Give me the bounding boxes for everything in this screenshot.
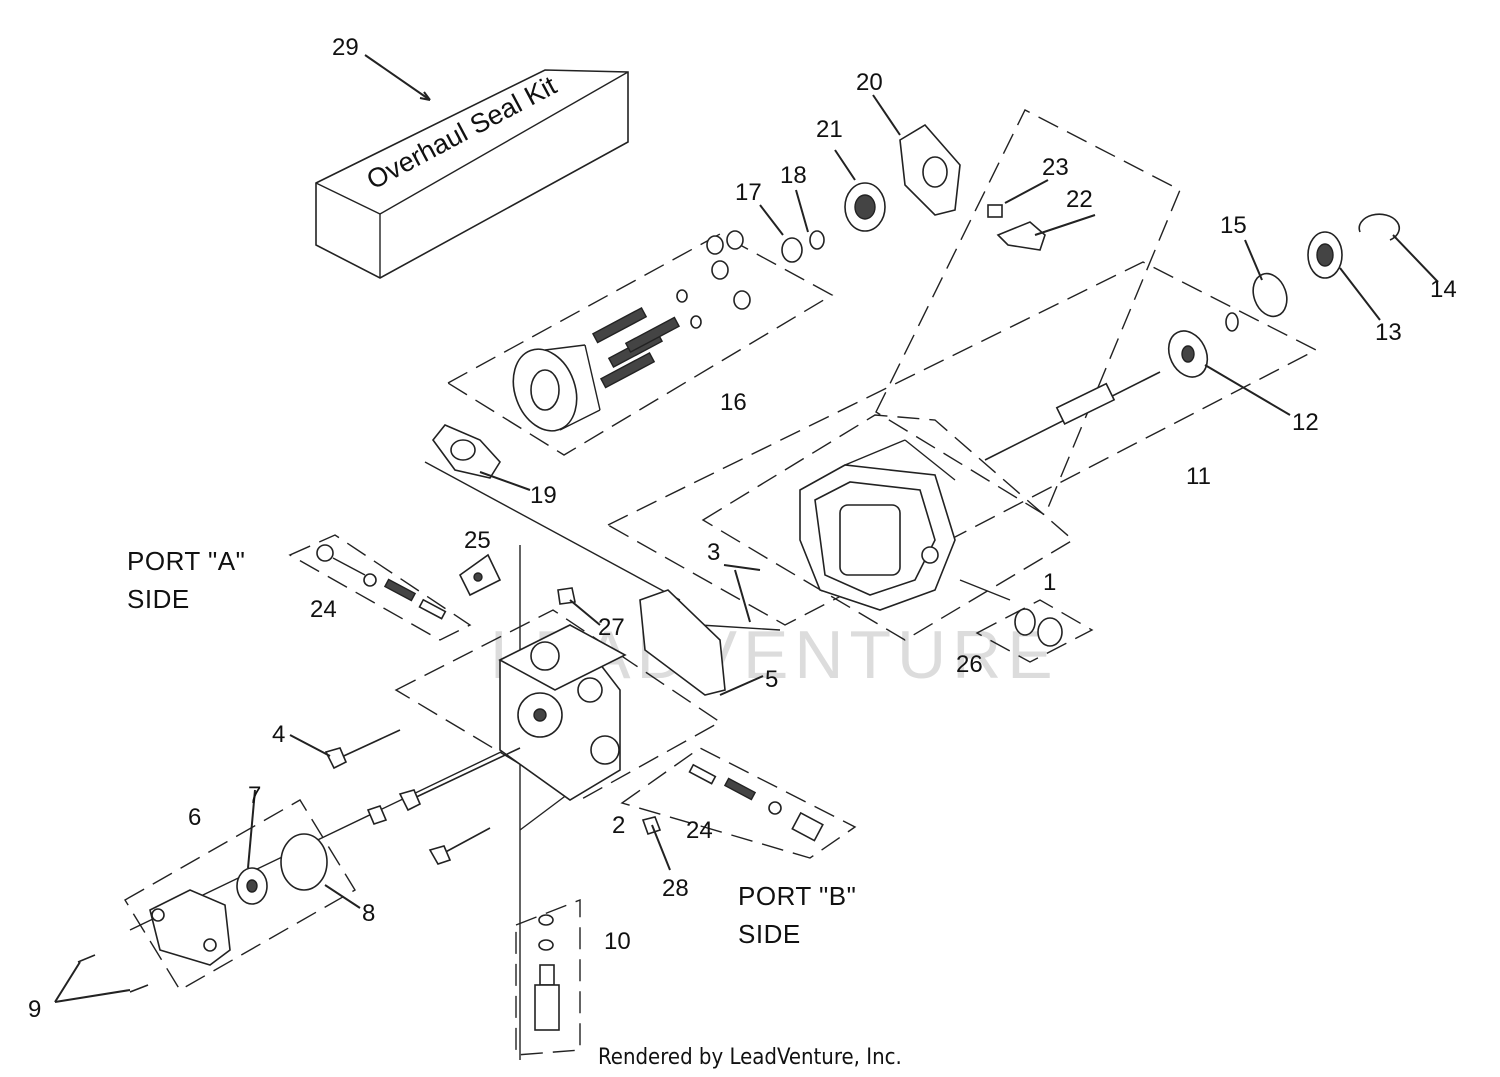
callout-26: 26 [956,651,983,678]
charge-pump-cover [149,889,231,966]
assembly-guide-lines [124,109,1318,1060]
callout-4: 4 [272,721,285,748]
callout-18: 18 [780,162,807,189]
input-shaft-assembly [984,312,1239,461]
callout-2: 2 [612,812,625,839]
cover-screws [77,954,149,993]
callout-24-port-a: 24 [310,596,337,623]
piston-springs [591,306,681,389]
port-b-side-label: SIDE [738,919,801,949]
charge-pump-o-ring [280,833,328,891]
callout-13: 13 [1375,319,1402,346]
callout-12: 12 [1292,409,1319,436]
callout-leader-arrows [54,54,1439,1003]
bearing-assembly [1014,608,1063,647]
trunnion-arm [987,204,1046,251]
bypass-valve-kit [515,898,581,1056]
callout-16: 16 [720,389,747,416]
callout-7: 7 [248,782,261,809]
seals-and-retaining-rings [1252,213,1400,318]
port-a-label: PORT "A" [127,546,245,576]
center-section-block [498,623,627,801]
rendered-by-credit: Rendered by LeadVenture, Inc. [598,1045,902,1070]
callout-23: 23 [1042,154,1069,181]
port-a-side-label: SIDE [127,584,190,614]
gerotor-assembly [236,867,268,905]
swashplate-bearings [781,123,961,263]
callout-25: 25 [464,527,491,554]
callout-17: 17 [735,179,762,206]
callout-14: 14 [1430,276,1457,303]
main-housing [799,439,956,611]
check-valve-kit-b [688,763,824,842]
callout-8: 8 [362,900,375,927]
name-plate [458,553,502,597]
callout-20: 20 [856,69,883,96]
callout-21: 21 [816,116,843,143]
callout-19: 19 [530,482,557,509]
gasket-o-ring [639,589,726,696]
callout-27: 27 [598,614,625,641]
callout-11: 11 [1186,463,1211,490]
callout-24-port-b: 24 [686,817,713,844]
port-side-labels: PORT "A" SIDE PORT "B" SIDE [127,546,856,949]
callout-10: 10 [604,928,631,955]
callout-29: 29 [332,34,359,61]
overhaul-seal-kit-box: Overhaul Seal Kit [315,69,629,279]
check-valve-kit-a [316,544,447,620]
cylinder-block-kit [512,230,751,432]
thrust-plate [431,424,501,479]
callout-9: 9 [28,996,41,1023]
callout-5: 5 [765,666,778,693]
callout-22: 22 [1066,186,1093,213]
port-b-label: PORT "B" [738,881,856,911]
callout-28: 28 [662,875,689,902]
callout-1: 1 [1043,569,1056,596]
callout-15: 15 [1220,212,1247,239]
mounting-bolts [324,587,662,865]
callout-6: 6 [188,804,201,831]
callout-3: 3 [707,539,720,566]
callout-labels: 29 20 21 17 18 23 22 15 14 13 12 16 11 1… [28,34,1457,1023]
